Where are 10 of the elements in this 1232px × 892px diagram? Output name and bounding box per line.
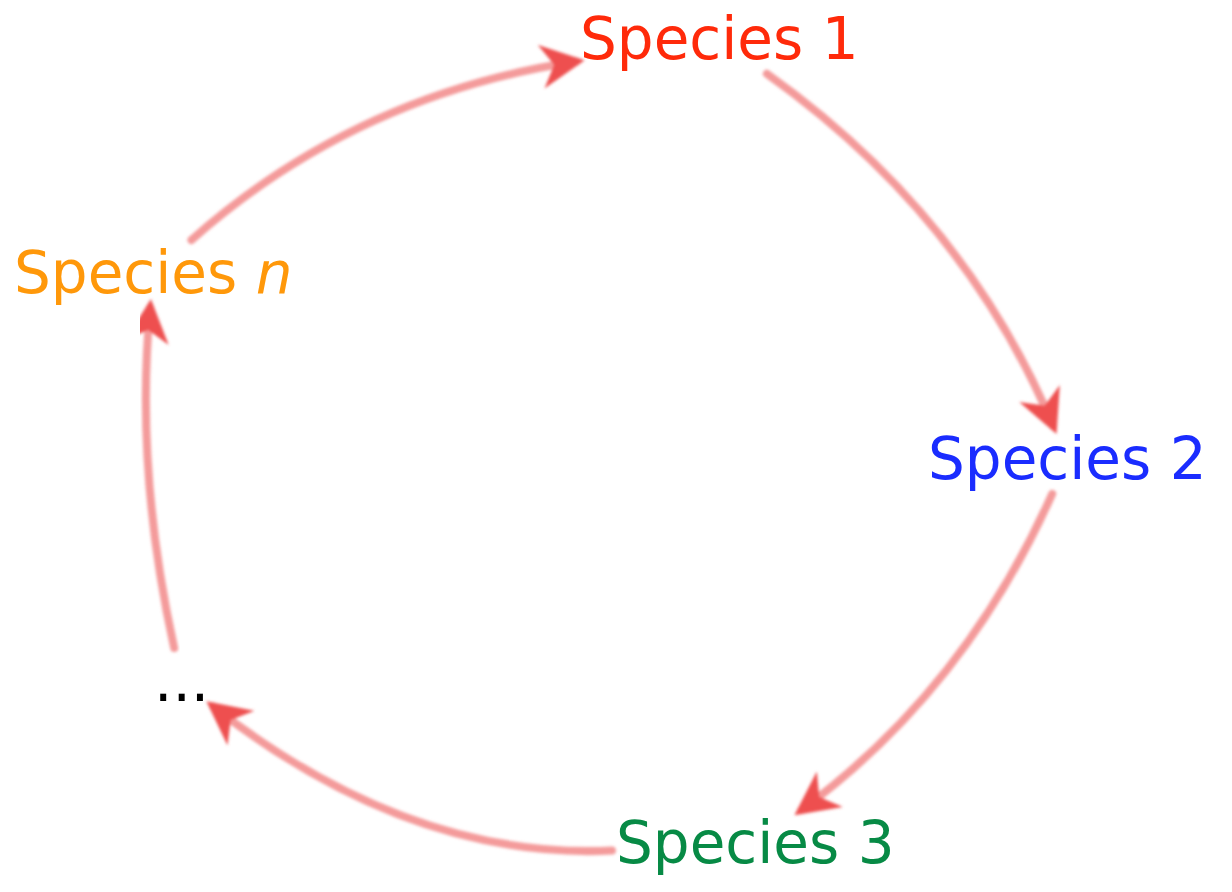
curved-arrow <box>762 69 1059 435</box>
curved-arrow <box>187 45 585 244</box>
species-label: Species n <box>14 239 293 307</box>
curved-arrow <box>794 489 1057 816</box>
species-label: ... <box>154 647 210 715</box>
curved-arrow <box>125 299 179 652</box>
species-label: Species 2 <box>928 425 1207 493</box>
species-label: Species 3 <box>616 809 895 877</box>
curved-arrow <box>206 701 616 855</box>
species-label: Species 1 <box>580 5 859 73</box>
